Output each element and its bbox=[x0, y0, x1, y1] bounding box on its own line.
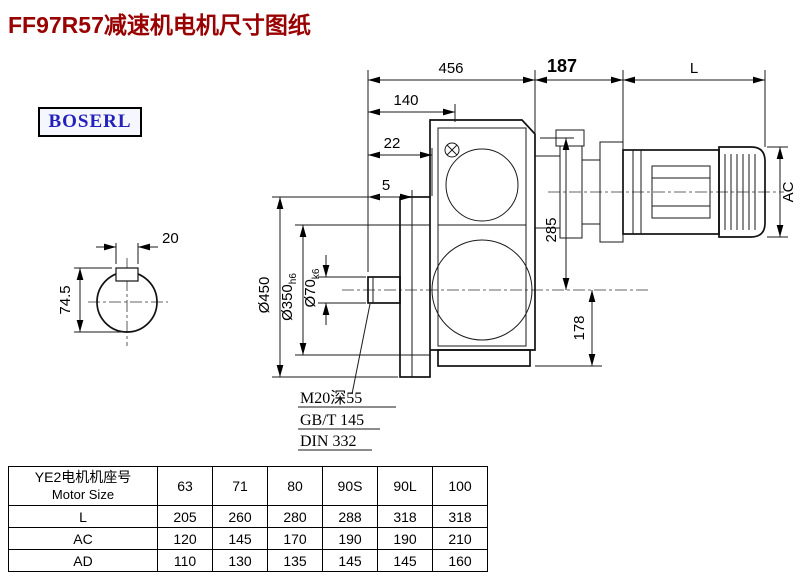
cell: 260 bbox=[212, 505, 268, 528]
output-flange bbox=[399, 196, 431, 378]
eye-bolt-icon bbox=[444, 142, 460, 158]
shaft-section-view: 20 74.5 bbox=[57, 230, 179, 346]
note-tap: M20深55 bbox=[300, 389, 362, 407]
cell: 110 bbox=[157, 549, 213, 572]
note-din332: DIN 332 bbox=[300, 433, 356, 450]
reducer-main-view bbox=[342, 119, 784, 378]
dim-key-height-label: 74.5 bbox=[57, 285, 74, 314]
dim-shaft-dia-label: Ø70k6 bbox=[302, 268, 322, 307]
dim-285-label: 285 bbox=[543, 217, 560, 242]
cell: 145 bbox=[377, 549, 433, 572]
col-header: 100 bbox=[432, 466, 488, 506]
dim-L-label: L bbox=[690, 60, 698, 77]
cell: 160 bbox=[432, 549, 488, 572]
thread-notes: M20深55 GB/T 145 DIN 332 bbox=[298, 303, 396, 451]
dim-187-label: 187 bbox=[547, 56, 577, 76]
header-motor-size-cell: YE2电机机座号 Motor Size bbox=[8, 466, 158, 506]
table-row-AD: AD 110 130 135 145 145 160 bbox=[8, 549, 488, 572]
table-row-AC: AC 120 145 170 190 190 210 bbox=[8, 527, 488, 550]
cell: 145 bbox=[212, 527, 268, 550]
row-label: L bbox=[8, 505, 158, 528]
note-gbt145: GB/T 145 bbox=[300, 412, 364, 429]
table-header-en: Motor Size bbox=[51, 486, 115, 502]
table-row-L: L 205 260 280 288 318 318 bbox=[8, 505, 488, 528]
dim-flange-dia-label: Ø450 bbox=[256, 277, 273, 314]
col-header: 71 bbox=[212, 466, 268, 506]
col-header: 90L bbox=[377, 466, 433, 506]
dim-22-label: 22 bbox=[384, 135, 401, 152]
boserl-logo-text: BOSERL bbox=[48, 111, 132, 132]
cell: 210 bbox=[432, 527, 488, 550]
cell: 280 bbox=[267, 505, 323, 528]
cell: 190 bbox=[322, 527, 378, 550]
gear-housing bbox=[429, 119, 536, 351]
cell: 120 bbox=[157, 527, 213, 550]
dim-456-label: 456 bbox=[438, 60, 463, 77]
dim-AC-label: AC bbox=[780, 181, 797, 202]
fan-cover bbox=[718, 146, 766, 238]
dim-140-label: 140 bbox=[393, 92, 418, 109]
motor-size-table: YE2电机机座号 Motor Size 63 71 80 90S 90L 100… bbox=[8, 466, 488, 572]
cell: 318 bbox=[432, 505, 488, 528]
cell: 145 bbox=[322, 549, 378, 572]
cell: 190 bbox=[377, 527, 433, 550]
dim-key-width-label: 20 bbox=[162, 230, 179, 247]
cell: 288 bbox=[322, 505, 378, 528]
dimension-lines: 456 187 L 140 22 5 285 178 AC bbox=[256, 56, 797, 378]
table-header-row: YE2电机机座号 Motor Size 63 71 80 90S 90L 100 bbox=[8, 466, 488, 506]
dim-spigot-dia-label: Ø350h6 bbox=[279, 273, 299, 321]
boserl-logo: BOSERL bbox=[38, 107, 142, 137]
page-title: FF97R57减速机电机尺寸图纸 bbox=[8, 12, 311, 38]
col-header: 63 bbox=[157, 466, 213, 506]
housing-foot bbox=[437, 349, 531, 367]
motor bbox=[622, 146, 766, 238]
dim-5-label: 5 bbox=[382, 177, 390, 194]
table-header-cn: YE2电机机座号 bbox=[34, 469, 132, 486]
cell: 135 bbox=[267, 549, 323, 572]
col-header: 80 bbox=[267, 466, 323, 506]
cell: 318 bbox=[377, 505, 433, 528]
cell: 205 bbox=[157, 505, 213, 528]
row-label: AD bbox=[8, 549, 158, 572]
row-label: AC bbox=[8, 527, 158, 550]
col-header: 90S bbox=[322, 466, 378, 506]
dim-178-label: 178 bbox=[571, 315, 588, 340]
cell: 170 bbox=[267, 527, 323, 550]
keyway bbox=[115, 267, 139, 282]
cell: 130 bbox=[212, 549, 268, 572]
